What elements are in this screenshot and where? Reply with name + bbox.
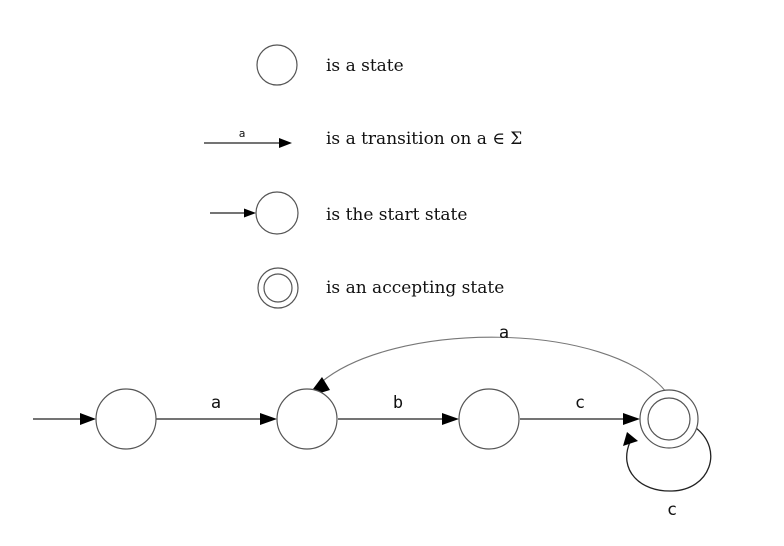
label-q3-q1: a [499,323,509,343]
legend-transition-text: is a transition on a ∈ Σ [326,129,522,149]
label-q0-q1: a [211,393,221,413]
transition-q3-q1 [317,336,668,394]
legend-accepting-text: is an accepting state [326,278,504,298]
legend-start-text: is the start state [326,205,467,225]
state-q1 [276,388,338,450]
legend-start-arrowhead [244,208,256,218]
transition-q2-q3-arrowhead [623,413,640,425]
transition-q3-self-loop-arrowhead [623,432,638,446]
state-q0 [95,388,157,450]
label-q3-self-loop: c [667,500,677,520]
legend-state-icon [256,44,298,86]
label-q1-q2: b [393,393,403,413]
transition-q1-q2-arrowhead [442,413,459,425]
transition-q0-q1-arrowhead [260,413,277,425]
legend-state-text: is a state [326,56,404,76]
legend-start-state-icon [255,191,299,235]
label-q2-q3: c [575,393,585,413]
legend-transition-arrowhead [279,138,292,148]
legend-accepting-inner-ring [263,273,293,303]
state-q3-inner-ring [647,397,691,441]
automaton: a b c a c [33,323,712,520]
transition-q3-self-loop [626,427,712,492]
legend-transition-symbol: a [239,127,246,140]
legend: is a state a is a transition on a ∈ Σ is… [204,44,522,309]
start-arrowhead [80,413,96,425]
state-q2 [458,388,520,450]
